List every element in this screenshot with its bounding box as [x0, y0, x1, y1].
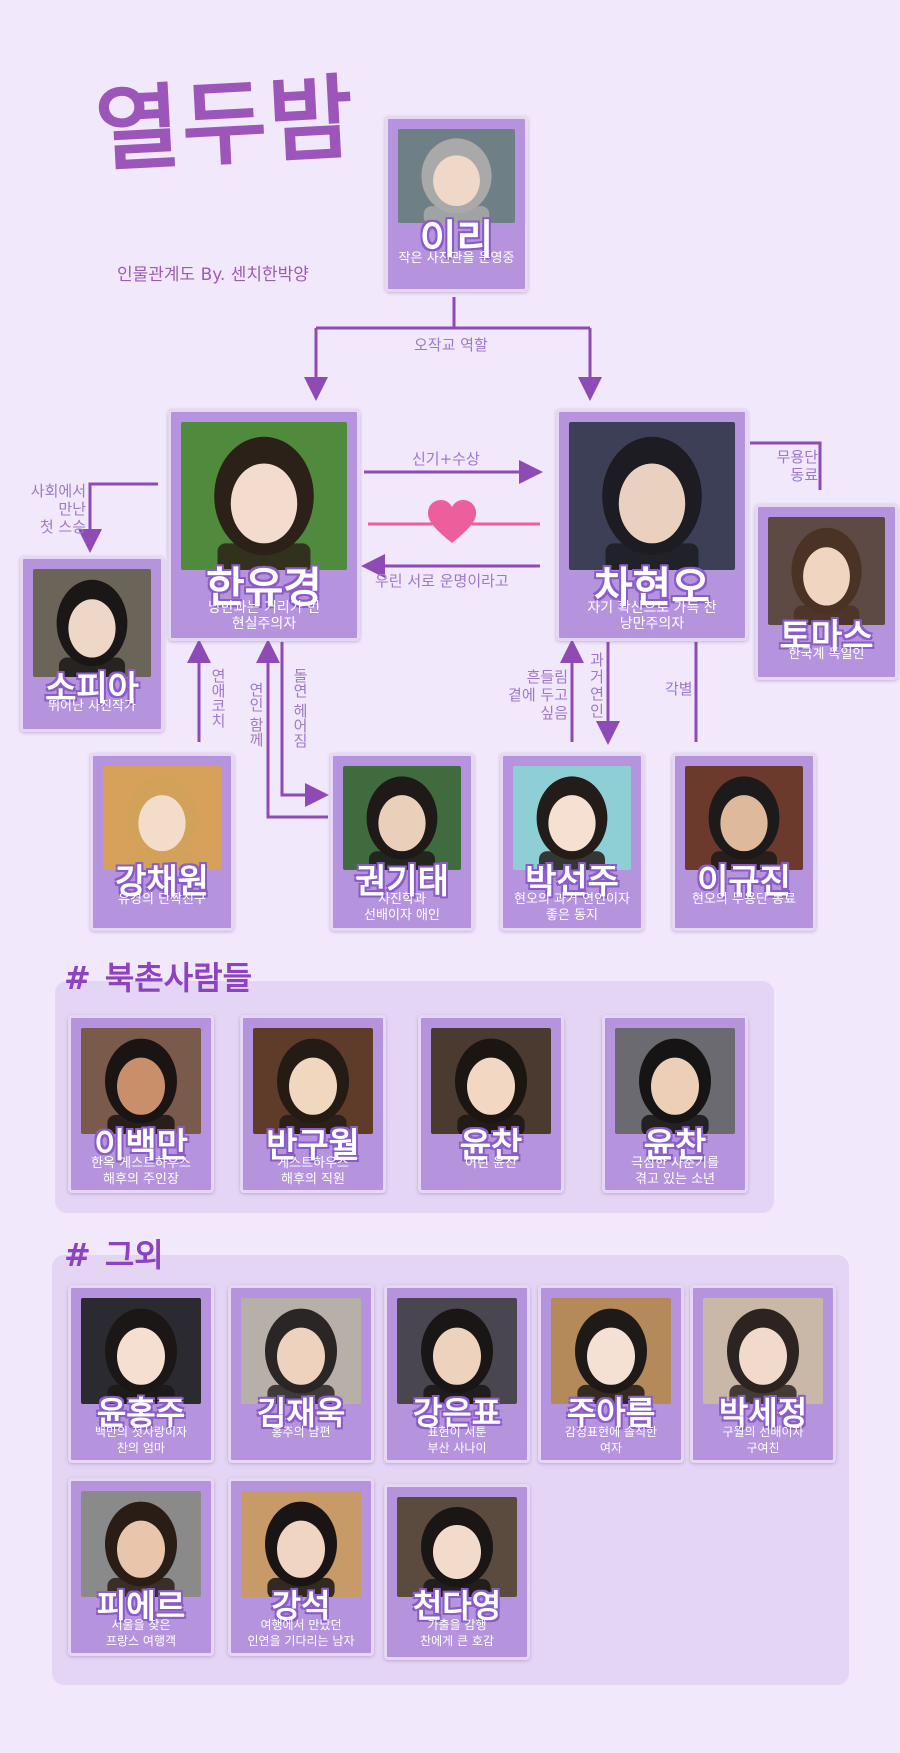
character-desc: 자기 확신으로 가득 찬 낭만주의자 [561, 600, 743, 632]
label-yeonin: 연인 함께 [246, 682, 267, 747]
label-unmyeong: 우린 서로 운명이라고 [375, 572, 509, 590]
character-desc: 가출을 감행 찬에게 큰 호감 [389, 1617, 525, 1649]
hash-icon: # [64, 1236, 91, 1274]
bukchon-title-text: 북촌사람들 [105, 959, 252, 997]
character-desc: 표현이 서툰 부산 사나이 [389, 1424, 525, 1456]
character-desc: 게스트하우스 해후의 직원 [245, 1156, 381, 1188]
label-ojak: 오작교 역할 [414, 336, 488, 354]
character-desc: 구월의 선배이자 구여친 [695, 1424, 831, 1456]
character-desc: 한국계 독일인 [760, 647, 893, 663]
label-singi: 신기+수상 [412, 450, 480, 468]
label-heundeul: 흔들림 곁에 두고 싶음 [488, 668, 568, 722]
character-desc: 현오의 과거 연인이자 좋은 동지 [505, 892, 639, 924]
character-desc: 감정표현에 솔직한 여자 [543, 1424, 679, 1456]
label-yeonae: 연애코치 [208, 668, 229, 728]
character-desc: 서울을 찾은 프랑스 여행객 [73, 1617, 209, 1649]
character-desc: 한옥 게스트하우스 해후의 주인장 [73, 1156, 209, 1188]
character-desc: 사진학과 선배이자 애인 [335, 892, 469, 924]
label-gakbyeol: 각별 [665, 680, 693, 698]
character-desc: 낭만과는 거리가 먼 현실주의자 [173, 600, 355, 632]
character-photo [181, 422, 347, 570]
character-desc: 뛰어난 사진작가 [25, 699, 159, 715]
section-others-title: # 그외 [64, 1230, 164, 1276]
character-desc: 홍주의 남편 [233, 1424, 369, 1440]
character-card-others-members-3: 주아름감정표현에 솔직한 여자 [538, 1285, 684, 1463]
section-bukchon-title: # 북촌사람들 [64, 953, 252, 999]
label-muyong: 무용단 동료 [766, 448, 818, 484]
heart-icon [428, 500, 476, 543]
character-desc: 여행에서 만났던 인연을 기다리는 남자 [233, 1617, 369, 1649]
others-title-text: 그외 [105, 1236, 164, 1274]
label-gwageo: 과거 연인 [590, 652, 604, 720]
character-desc: 작은 사진관을 운영중 [390, 251, 523, 267]
label-dolyeon: 돌연 헤어짐 [290, 668, 311, 748]
hash-icon: # [64, 959, 91, 997]
character-desc: 백만의 첫사랑이자 찬의 엄마 [73, 1424, 209, 1456]
character-desc: 극심한 사춘기를 겪고 있는 소년 [607, 1156, 743, 1188]
label-sahoe: 사회에서 만난 첫 스승 [20, 482, 86, 536]
character-photo [569, 422, 735, 570]
character-desc: 유경의 단짝친구 [95, 892, 229, 908]
character-desc: 어린 윤찬 [423, 1156, 559, 1172]
arrow-sophia [90, 484, 158, 550]
character-desc: 현오의 무용단 동료 [677, 892, 811, 908]
